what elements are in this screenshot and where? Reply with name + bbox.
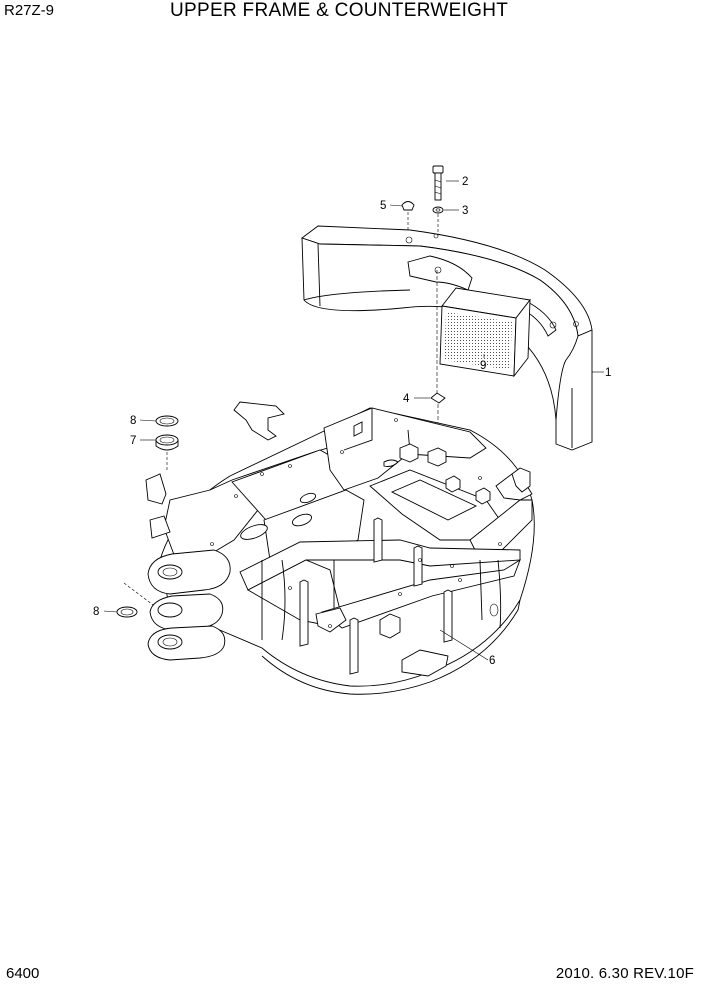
bolt	[432, 165, 444, 201]
shim-plate	[430, 392, 446, 404]
callout-9: 9	[480, 360, 486, 372]
cap	[401, 201, 415, 211]
callout-1: 1	[605, 367, 611, 379]
callout-8-top: 8	[130, 415, 136, 427]
bushing-ring-top	[155, 415, 179, 427]
callout-8-bottom: 8	[93, 606, 99, 618]
callout-labels: 1 2 3 4 5 6 7 8 8 9	[93, 176, 611, 667]
callout-2: 2	[462, 176, 468, 188]
bushing-ring-bottom	[116, 606, 138, 618]
callout-leaders	[103, 180, 604, 661]
page-title: UPPER FRAME & COUNTERWEIGHT	[170, 0, 509, 21]
callout-4: 4	[403, 393, 410, 405]
revision-date: 2010. 6.30 REV.10F	[555, 965, 694, 982]
warning-label-plate	[439, 287, 531, 378]
bushing	[155, 434, 179, 451]
counterweight	[301, 225, 593, 451]
page-number: 6400	[6, 965, 40, 982]
callout-6: 6	[489, 655, 495, 667]
upper-frame	[145, 401, 535, 695]
callout-7: 7	[130, 435, 136, 447]
model-code: R27Z-9	[4, 2, 55, 19]
washer	[432, 206, 444, 214]
callout-3: 3	[462, 205, 468, 217]
callout-5: 5	[380, 200, 386, 212]
